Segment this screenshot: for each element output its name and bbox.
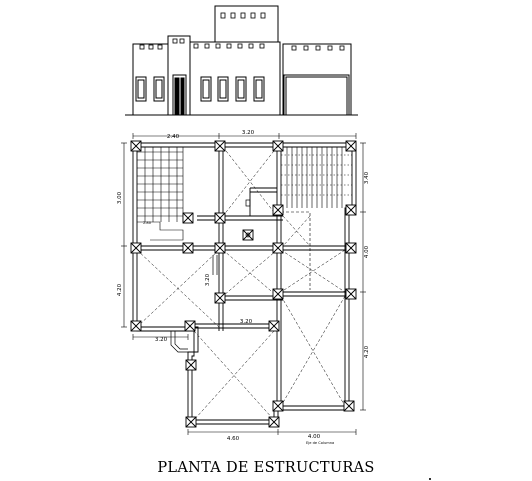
column-c20	[185, 359, 197, 371]
column-c21	[268, 320, 280, 332]
column-c14	[242, 229, 254, 241]
column-c3	[272, 140, 284, 152]
column-c4	[345, 140, 357, 152]
column-c11	[214, 242, 226, 254]
dim-bottom-right: 4.00	[308, 434, 321, 440]
column-c22	[185, 416, 197, 428]
column-c12	[272, 242, 284, 254]
column-c17	[214, 292, 226, 304]
dim-top-span: 3.20	[242, 130, 255, 136]
column-c19	[184, 320, 196, 332]
dim-right-middle: 4.00	[364, 245, 370, 258]
columns	[130, 140, 357, 428]
dim-right-lower: 4.20	[364, 345, 370, 358]
dimension-labels: 2.40 3.20 3.00 4.20 3.40 4.00 4.20 4.60 …	[117, 130, 370, 445]
column-c6	[272, 204, 284, 216]
column-c7	[130, 242, 142, 254]
column-c8	[182, 242, 194, 254]
pergola-grid	[281, 147, 352, 290]
center-marker	[245, 199, 432, 481]
column-c9	[182, 212, 194, 224]
dim-low-left: 3.20	[155, 337, 168, 343]
column-c25	[343, 400, 355, 412]
dim-left-lower: 4.20	[117, 283, 123, 296]
stair-element	[170, 255, 218, 353]
stair-note: 2.80	[143, 221, 152, 225]
eje-label: Eje de Columna	[306, 441, 334, 445]
dim-left-upper: 3.00	[117, 191, 123, 204]
column-c18	[130, 320, 142, 332]
dim-top-small: 2.40	[167, 134, 180, 140]
facade-elevation	[125, 5, 358, 116]
dim-right-upper: 3.40	[364, 171, 370, 184]
column-c16	[345, 288, 357, 300]
dim-mid-vertical: 3.20	[205, 273, 211, 286]
plan-walls	[132, 142, 357, 425]
column-c15	[272, 288, 284, 300]
column-c1	[130, 140, 142, 152]
column-c2	[214, 140, 226, 152]
column-c23	[268, 416, 280, 428]
column-c10	[214, 212, 226, 224]
stair-grid	[137, 147, 184, 241]
drawing-title: PLANTA DE ESTRUCTURAS	[157, 460, 375, 476]
dim-mid-span: 3.20	[240, 319, 253, 325]
column-c24	[272, 400, 284, 412]
slab-diagonals	[136, 146, 346, 421]
dimension-lines	[121, 133, 366, 435]
column-c13	[345, 242, 357, 254]
dim-bottom-left: 4.60	[227, 436, 240, 442]
column-c5	[345, 204, 357, 216]
